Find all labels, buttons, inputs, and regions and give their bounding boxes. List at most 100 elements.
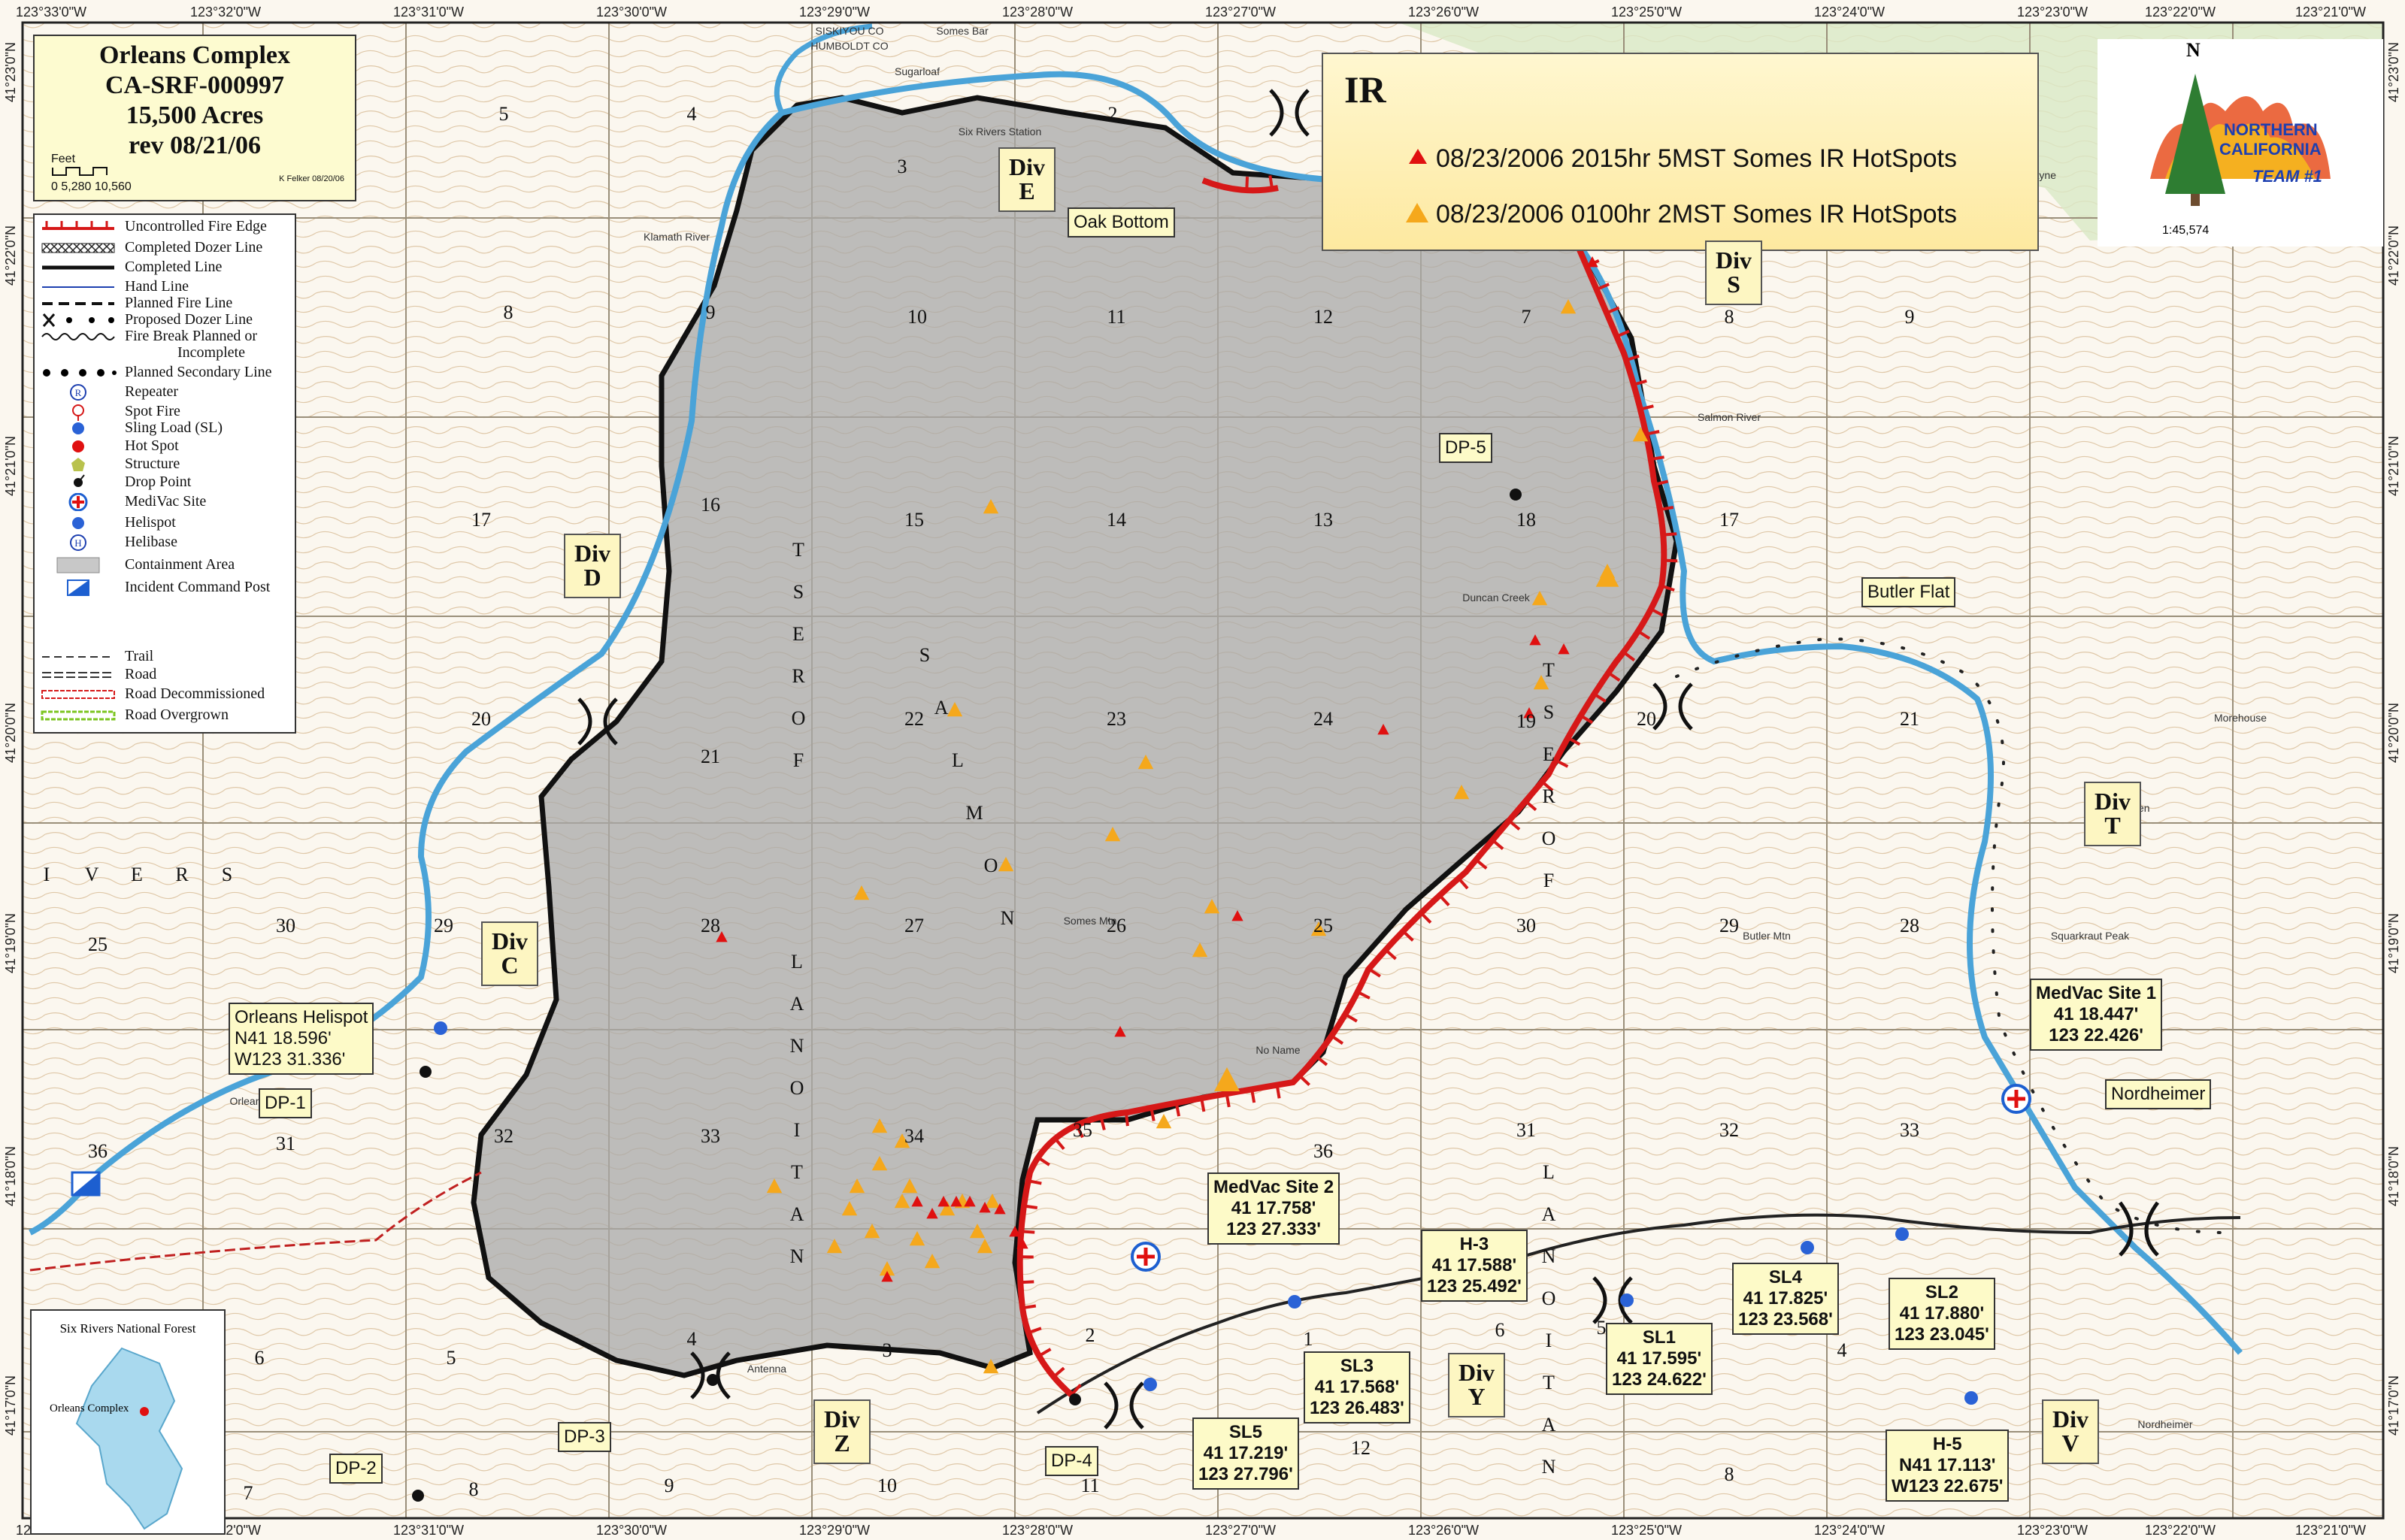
fire-edge-tick xyxy=(1124,1112,1129,1127)
longitude-label: 123°24'0"W xyxy=(1814,1523,1885,1538)
section-number: 11 xyxy=(1080,1475,1099,1496)
title-line-4: rev 08/21/06 xyxy=(129,132,261,159)
latitude-label: 41°21'0"N xyxy=(3,436,18,496)
map-credit: K Felker 08/20/06 xyxy=(279,174,344,183)
hotspot-late-icon xyxy=(994,1203,1006,1215)
logo-line-3: TEAM #1 xyxy=(2252,167,2322,186)
fire-edge-tick xyxy=(1225,1093,1231,1108)
legend-label: Helibase xyxy=(125,534,177,550)
road-line-icon xyxy=(42,672,114,678)
longitude-label: 123°27'0"W xyxy=(1205,5,1276,20)
longitude-label: 123°26'0"W xyxy=(1408,5,1479,20)
section-number: 8 xyxy=(504,301,513,323)
latitude-label: 41°19'0"N xyxy=(2386,913,2401,973)
section-number: 16 xyxy=(701,494,720,516)
scale-values: 0 5,280 10,560 xyxy=(51,180,132,193)
place-name: No Name xyxy=(1256,1044,1300,1056)
section-number: 10 xyxy=(907,306,927,328)
place-name: Klamath River xyxy=(644,231,710,243)
fire-edge-tick xyxy=(1344,1012,1358,1023)
place-name: Somes Bar xyxy=(936,25,989,37)
longitude-label: 123°27'0"W xyxy=(1205,1523,1276,1538)
fire-edge-tick xyxy=(1593,692,1607,703)
helibase-icon-icon: H xyxy=(70,534,86,551)
hotspot-late-icon xyxy=(964,1196,976,1207)
scale-bar: Feet 0 5,280 10,560 xyxy=(51,153,132,194)
section-number: 9 xyxy=(1905,306,1915,328)
hotspot-late-icon xyxy=(716,931,728,942)
forest-letter: O xyxy=(792,707,806,729)
legend-row: Planned Secondary Line xyxy=(35,364,298,383)
fire-edge-tick xyxy=(1330,1034,1344,1045)
spot-fire-icon-icon xyxy=(72,404,84,421)
fire-edge-tick xyxy=(1654,480,1669,486)
section-number: 24 xyxy=(1313,708,1333,730)
ir-item-early: 08/23/2006 0100hr 2MST Somes IR HotSpots xyxy=(1436,200,1957,228)
latitude-label: 41°20'0"N xyxy=(2386,703,2401,763)
scale-bar-graphic xyxy=(52,167,108,176)
logo-line-1: NORTHERN xyxy=(2224,120,2318,139)
section-number: 28 xyxy=(701,915,720,936)
map-scale-ratio: 1:45,574 xyxy=(2162,224,2210,237)
section-number: 33 xyxy=(1900,1119,1919,1141)
legend-label: Sling Load (SL) xyxy=(125,419,223,436)
hotspot-early-icon xyxy=(871,1156,888,1171)
section-number: 18 xyxy=(1516,509,1536,531)
title-line-2: CA-SRF-000997 xyxy=(105,71,284,99)
legend-row: MediVac Site xyxy=(35,493,298,513)
section-number: 1 xyxy=(1304,1328,1313,1350)
hotspot-early-icon xyxy=(864,1224,880,1239)
section-number: 15 xyxy=(904,509,924,531)
scale-unit: Feet xyxy=(51,153,76,165)
forest-letter: R xyxy=(1542,785,1555,807)
place-name: Nordheimer xyxy=(2137,1418,2192,1430)
ir-late-marker xyxy=(1409,149,1427,164)
fire-edge-tick xyxy=(1580,714,1594,725)
title-block: Orleans Complex CA-SRF-000997 15,500 Acr… xyxy=(33,35,356,201)
repeater-icon-icon: R xyxy=(70,384,86,401)
fire-edge-tick xyxy=(1650,607,1664,617)
forest-letter: A xyxy=(790,1203,804,1225)
section-number: 5 xyxy=(1597,1317,1607,1339)
crosshatch-line-icon xyxy=(41,243,115,253)
fire-edge-tick xyxy=(1200,1097,1206,1112)
legend-row: Containment Area xyxy=(35,556,298,576)
section-number: 10 xyxy=(877,1475,897,1496)
cross-markers xyxy=(577,89,2160,1430)
hotspot-early-icon xyxy=(849,1178,865,1194)
section-number: 21 xyxy=(1900,708,1919,730)
latitude-label: 41°21'0"N xyxy=(2386,436,2401,496)
legend-row: Incident Command Post xyxy=(35,579,298,598)
forest-letter: N xyxy=(1542,1456,1556,1478)
fire-edge-tick xyxy=(1507,819,1521,831)
secondary-dozer-line xyxy=(1036,1213,2241,1414)
fire-edge-tick xyxy=(1555,758,1569,768)
hotspot-early-icon xyxy=(1533,675,1549,690)
fire-edge-tick xyxy=(1053,1366,1065,1378)
inset-label: Orleans Complex xyxy=(50,1402,129,1414)
trail-line-icon xyxy=(42,656,114,658)
logo-line-2: CALIFORNIA xyxy=(2219,140,2322,159)
legend-row: Drop Point xyxy=(35,473,298,493)
hotspot-late-icon xyxy=(911,1196,923,1207)
section-number: 32 xyxy=(1719,1119,1739,1141)
rivers-letter: E xyxy=(131,864,143,885)
hotspot-early-icon xyxy=(1531,591,1548,606)
forest-letter: N xyxy=(1542,1245,1556,1267)
section-number: 5 xyxy=(499,103,509,125)
longitude-label: 123°29'0"W xyxy=(799,1523,870,1538)
legend-label: MediVac Site xyxy=(125,493,207,510)
hotspot-early-icon xyxy=(1137,755,1154,770)
forest-letter: L xyxy=(791,951,803,973)
hotspot-early-icon xyxy=(1453,785,1470,800)
longitude-label: 123°28'0"W xyxy=(1002,1523,1073,1538)
section-number: 6 xyxy=(255,1347,265,1369)
legend-row: Fire Break Planned or xyxy=(35,328,298,347)
forest-letter: O xyxy=(1542,827,1556,849)
